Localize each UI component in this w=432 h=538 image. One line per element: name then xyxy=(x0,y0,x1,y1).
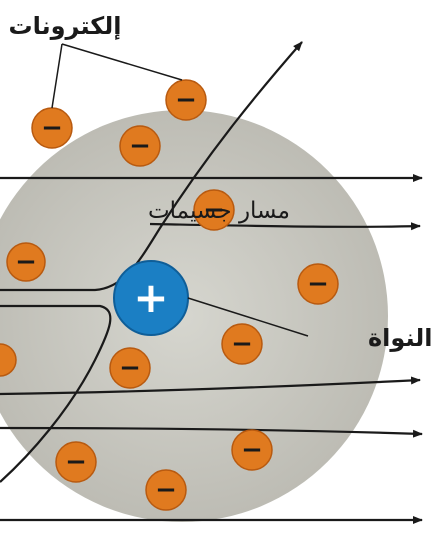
electron-11: − xyxy=(231,429,273,471)
svg-text:−: − xyxy=(203,195,225,225)
electron-4: − xyxy=(193,189,235,231)
electron-2: − xyxy=(165,79,207,121)
electron-12: − xyxy=(145,469,187,511)
electron-3: − xyxy=(119,125,161,167)
svg-text:−: − xyxy=(175,85,197,115)
electron-7: − xyxy=(221,323,263,365)
svg-text:−: − xyxy=(307,269,329,299)
particle-path-deflected-down xyxy=(0,304,112,483)
particle-path-label: مسار جسيمات xyxy=(148,198,290,224)
electrons-leader-left xyxy=(51,43,63,109)
particle-path-3 xyxy=(0,376,421,396)
leader-lines xyxy=(51,43,309,337)
particle-paths xyxy=(0,41,423,524)
electron-8: − xyxy=(109,347,151,389)
electron-9 xyxy=(0,343,17,377)
svg-text:−: − xyxy=(41,113,63,143)
electrons-leader-right xyxy=(61,43,183,81)
svg-text:−: − xyxy=(129,131,151,161)
electron-1: − xyxy=(31,107,73,149)
nucleus-label: النواة xyxy=(368,324,432,352)
particle-path-2 xyxy=(149,222,421,231)
svg-text:−: − xyxy=(241,435,263,465)
electron-10: − xyxy=(55,441,97,483)
nucleus-leader xyxy=(187,297,309,337)
electrons: − − − − − − − − − − − xyxy=(0,79,339,511)
svg-text:−: − xyxy=(231,329,253,359)
svg-text:−: − xyxy=(155,475,177,505)
nucleus: + xyxy=(113,260,189,336)
svg-text:−: − xyxy=(119,353,141,383)
svg-text:−: − xyxy=(65,447,87,477)
electron-5: − xyxy=(6,242,46,282)
particle-path-4 xyxy=(0,426,423,438)
atom-sphere xyxy=(0,110,388,522)
electrons-label: إلكترونات xyxy=(9,12,122,40)
nucleus-sign: + xyxy=(133,273,168,322)
svg-text:−: − xyxy=(15,247,37,277)
electron-6: − xyxy=(297,263,339,305)
